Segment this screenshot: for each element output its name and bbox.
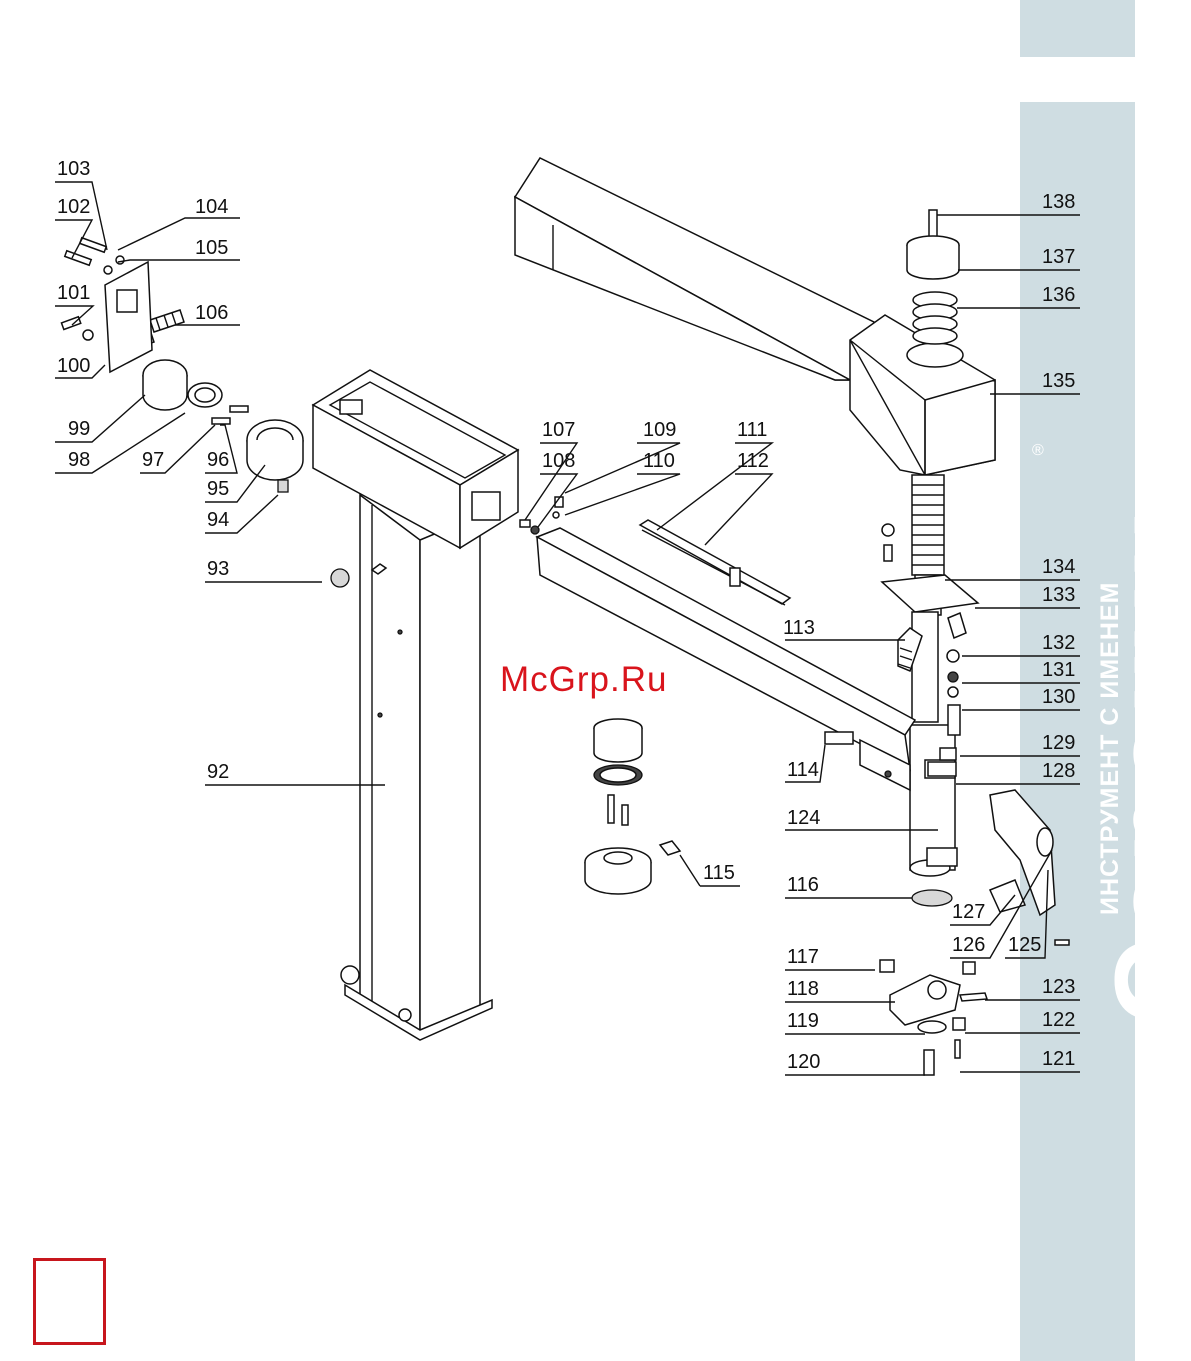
callout-119: 119 <box>787 1010 819 1032</box>
callout-115: 115 <box>703 862 735 884</box>
callout-117: 117 <box>787 946 819 968</box>
callout-107: 107 <box>542 419 575 441</box>
plate-100 <box>61 238 152 372</box>
callout-113: 113 <box>783 617 815 639</box>
brand-subtitle: ИНСТРУМЕНТ С ИМЕНЕМ <box>1098 582 1123 915</box>
callout-100: 100 <box>57 355 90 377</box>
post-head-box <box>313 370 518 548</box>
callout-127: 127 <box>952 901 985 923</box>
callout-98: 98 <box>68 449 90 471</box>
callout-99: 99 <box>68 418 90 440</box>
shaft-column <box>882 475 978 906</box>
callout-110: 110 <box>643 450 675 472</box>
callout-112: 112 <box>737 450 769 472</box>
callout-102: 102 <box>57 196 90 218</box>
watermark-text: McGrp.Ru <box>500 660 667 700</box>
page-number-box <box>33 1258 106 1345</box>
callout-92: 92 <box>207 761 229 783</box>
registered-mark: ® <box>1032 442 1044 460</box>
callout-116: 116 <box>787 874 819 896</box>
callout-95: 95 <box>207 478 229 500</box>
callout-101: 101 <box>57 282 90 304</box>
callout-96: 96 <box>207 449 229 471</box>
callout-109: 109 <box>643 419 676 441</box>
callout-111: 111 <box>737 419 767 441</box>
callout-103: 103 <box>57 158 90 180</box>
parts-drawing <box>61 158 1069 1075</box>
callout-106: 106 <box>195 302 228 324</box>
callout-124: 124 <box>787 807 820 829</box>
cylinder-kit-115 <box>585 719 680 894</box>
callout-118: 118 <box>787 978 819 1000</box>
callout-114: 114 <box>787 759 819 781</box>
callout-93: 93 <box>207 558 229 580</box>
post-92-shape <box>341 495 492 1040</box>
rings-cylinder <box>143 360 349 587</box>
top-cap-parts <box>907 210 959 344</box>
callout-104: 104 <box>195 196 228 218</box>
callout-94: 94 <box>207 509 229 531</box>
callout-126: 126 <box>952 934 985 956</box>
callout-105: 105 <box>195 237 228 259</box>
callout-97: 97 <box>142 449 164 471</box>
clamp-117-123 <box>880 960 987 1075</box>
callout-120: 120 <box>787 1051 820 1073</box>
callout-108: 108 <box>542 450 575 472</box>
